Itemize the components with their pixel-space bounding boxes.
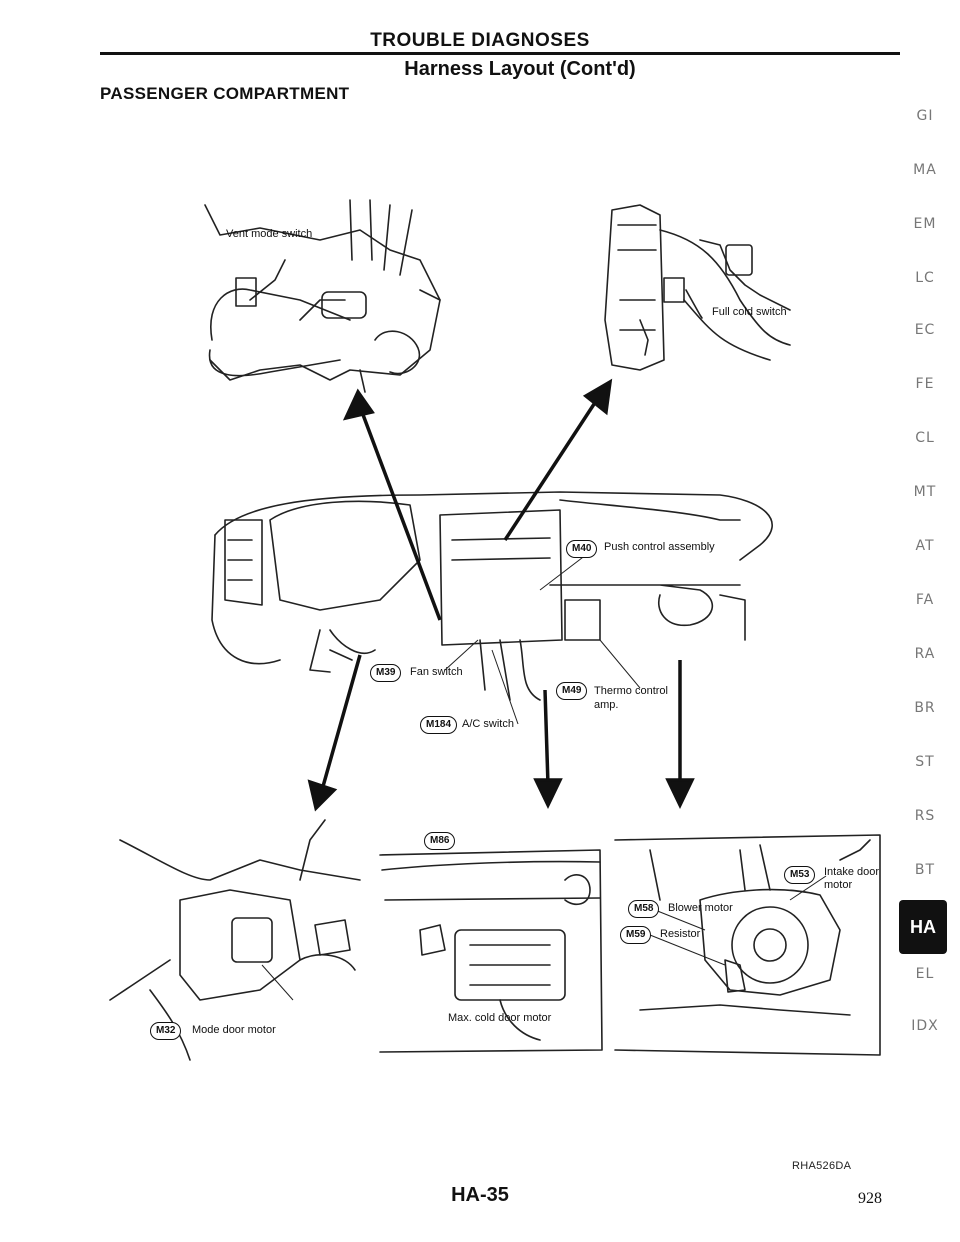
page-count: 928 <box>858 1190 882 1207</box>
full-cold-switch-illustration <box>604 204 791 371</box>
page-title: TROUBLE DIAGNOSES <box>370 30 590 51</box>
connector-m53: M53 <box>784 866 816 884</box>
tab-ra[interactable]: RA <box>914 646 936 662</box>
tab-ha-active[interactable]: HA <box>899 900 947 954</box>
dashboard-illustration <box>211 491 773 701</box>
fan-switch-label: Fan switch <box>410 666 463 678</box>
mode-door-motor-label: Mode door motor <box>192 1024 276 1036</box>
resistor-label: Resistor <box>660 928 701 940</box>
connector-m32: M32 <box>150 1022 182 1040</box>
header-rule <box>100 52 900 55</box>
tab-em[interactable]: EM <box>913 216 937 232</box>
tab-lc[interactable]: LC <box>915 270 935 286</box>
ac-switch-label: A/C switch <box>462 718 514 730</box>
tab-cl[interactable]: CL <box>915 430 935 446</box>
thermo-control-amp-label: Thermo control amp. <box>594 685 668 711</box>
push-control-assembly-label: Push control assembly <box>604 541 715 553</box>
max-cold-door-motor-label: Max. cold door motor <box>448 1012 552 1024</box>
page-number: HA-35 <box>451 1184 509 1206</box>
tab-rs[interactable]: RS <box>914 808 936 824</box>
connector-m39: M39 <box>370 664 402 682</box>
tab-mt[interactable]: MT <box>913 484 937 500</box>
connector-m59: M59 <box>620 926 652 944</box>
full-cold-switch-label: Full cold switch <box>712 306 787 318</box>
mode-door-motor-illustration <box>109 819 361 1061</box>
max-cold-door-motor-illustration <box>379 849 603 1053</box>
intake-door-motor-label: Intake door motor <box>824 866 880 891</box>
section-title: PASSENGER COMPARTMENT <box>100 84 350 103</box>
connector-m86: M86 <box>424 832 456 850</box>
blower-unit-illustration <box>614 834 881 1056</box>
tab-el[interactable]: EL <box>915 966 935 982</box>
page-subtitle: Harness Layout (Cont'd) <box>404 58 636 80</box>
vent-mode-switch-label: Vent mode switch <box>226 228 313 240</box>
tab-ma[interactable]: MA <box>913 162 937 178</box>
tab-gi[interactable]: GI <box>916 108 934 124</box>
connector-m58: M58 <box>628 900 660 918</box>
blower-motor-label: Blower motor <box>668 902 733 914</box>
tab-st[interactable]: ST <box>915 754 935 770</box>
vent-mode-switch-illustration <box>204 199 441 393</box>
connector-m184: M184 <box>420 716 458 734</box>
connector-m49: M49 <box>556 682 588 700</box>
pointer-arrows <box>307 378 695 812</box>
tab-bt[interactable]: BT <box>914 862 936 878</box>
tab-fa[interactable]: FA <box>915 592 935 608</box>
tab-idx[interactable]: IDX <box>911 1018 939 1034</box>
figure-code: RHA526DA <box>792 1160 852 1172</box>
tab-fe[interactable]: FE <box>915 376 935 392</box>
connector-m40: M40 <box>566 540 598 558</box>
tab-ec[interactable]: EC <box>914 322 936 338</box>
tab-at[interactable]: AT <box>915 538 935 554</box>
tab-br[interactable]: BR <box>914 700 936 716</box>
